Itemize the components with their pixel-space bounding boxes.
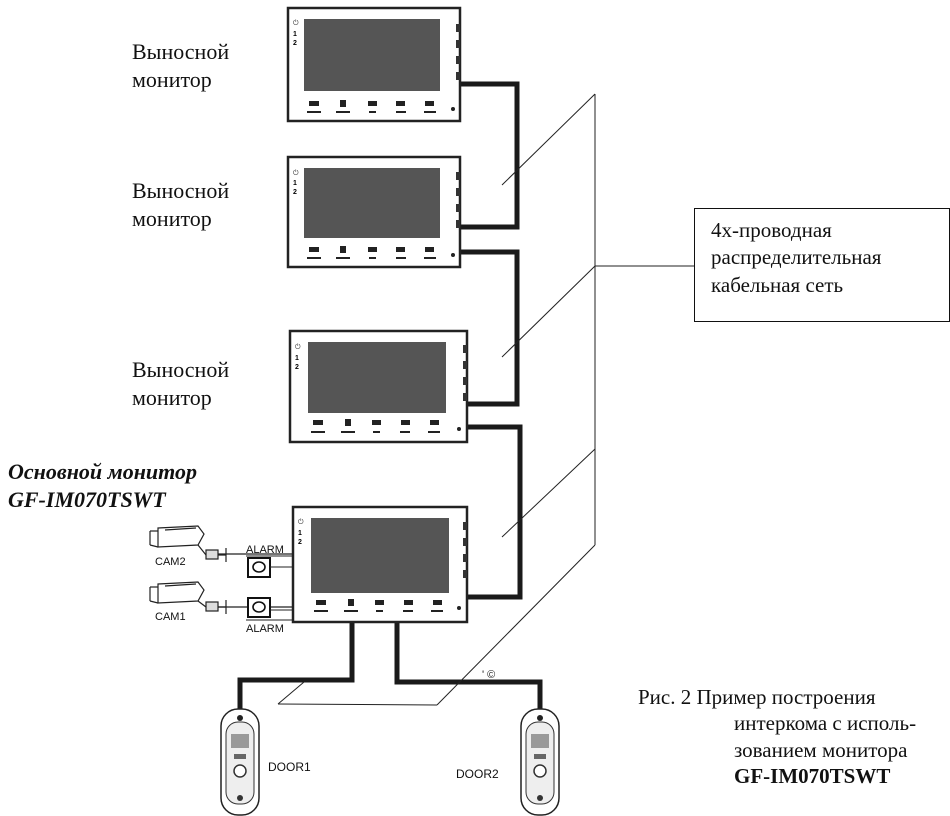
main-label-line2: GF-IM070TSWT bbox=[8, 486, 166, 512]
cable-monitor2-monitor3 bbox=[460, 249, 520, 407]
caption-line3: зованием монитора bbox=[734, 737, 908, 762]
network-line2: распределительная bbox=[711, 245, 882, 270]
indicator-1: 1 bbox=[293, 31, 297, 38]
door-panel-2 bbox=[520, 708, 560, 816]
cables bbox=[237, 81, 543, 712]
power-icon: ⏻ bbox=[295, 343, 301, 351]
alarm-bottom-label: ALARM bbox=[246, 623, 284, 635]
caption-line2: интеркома с исполь- bbox=[734, 711, 917, 736]
remote-monitor-2-label: Выносной монитор bbox=[132, 177, 229, 232]
indicator-2: 2 bbox=[293, 189, 297, 196]
remote-monitor-3-label: Выносной монитор bbox=[132, 356, 229, 411]
label-line1: Выносной bbox=[132, 178, 230, 203]
remote-monitor-3: ⏻ 1 2 bbox=[288, 329, 469, 444]
indicator-1: 1 bbox=[293, 180, 297, 187]
monitor-buttons bbox=[307, 100, 436, 113]
indicator-1: 1 bbox=[295, 355, 299, 362]
figure-caption: Рис. 2 Пример построения интеркома с исп… bbox=[638, 684, 916, 789]
label-line1: Выносной bbox=[132, 357, 230, 382]
cable-monitor1-monitor2 bbox=[460, 81, 520, 230]
camera-cam2 bbox=[149, 525, 293, 562]
pointer-line-door-left bbox=[277, 681, 305, 705]
door1-label: DOOR1 bbox=[268, 760, 311, 774]
indicator-2: 2 bbox=[298, 539, 302, 546]
alarm-top-label: ALARM bbox=[246, 544, 284, 556]
power-icon: ⏻ bbox=[293, 169, 299, 177]
monitor-buttons bbox=[307, 246, 436, 259]
camera-cam1 bbox=[149, 581, 293, 614]
main-monitor: ⏻ 1 2 bbox=[291, 505, 469, 624]
main-monitor-label: Основной монитор GF-IM070TSWT bbox=[8, 458, 197, 513]
pointer-line-door-bottom bbox=[277, 703, 438, 706]
cable-monitor3-main bbox=[467, 424, 523, 600]
pointer-line-3 bbox=[501, 448, 596, 538]
remote-monitor-1: ⏻ 1 2 bbox=[286, 6, 462, 123]
cam1-label: CAM1 bbox=[155, 611, 186, 623]
network-line3: кабельная сеть bbox=[711, 272, 844, 297]
pointer-lines bbox=[277, 93, 694, 706]
network-line1: 4х-проводная bbox=[711, 218, 832, 242]
caption-first-line: Рис. 2 Пример построения bbox=[638, 684, 916, 710]
label-line2: монитор bbox=[132, 66, 212, 92]
door-panel-1 bbox=[220, 708, 260, 816]
indicator-1: 1 bbox=[298, 530, 302, 537]
cable-main-door1 bbox=[237, 622, 355, 712]
alarm-top: ALARM bbox=[246, 544, 293, 578]
pointer-line-2 bbox=[501, 265, 596, 358]
caption-line4: GF-IM070TSWT bbox=[734, 763, 891, 788]
remote-monitor-2: ⏻ 1 2 bbox=[286, 155, 462, 269]
door2-label: DOOR2 bbox=[456, 767, 499, 781]
indicator-2: 2 bbox=[295, 364, 299, 371]
monitor-buttons bbox=[311, 419, 440, 433]
caption-prefix: Рис. 2 bbox=[638, 685, 692, 709]
pointer-line-1 bbox=[501, 93, 596, 186]
main-label-line1: Основной монитор bbox=[8, 459, 197, 484]
network-callout-box: 4х-проводная распределительная кабельная… bbox=[694, 208, 950, 322]
cable-main-door2 bbox=[394, 622, 543, 712]
power-icon: ⏻ bbox=[293, 19, 299, 27]
cam2-label: CAM2 bbox=[155, 556, 186, 568]
alarm-bottom: ALARM bbox=[246, 597, 293, 635]
label-line2: монитор bbox=[132, 205, 212, 231]
label-line2: монитор bbox=[132, 384, 212, 410]
remote-monitor-1-label: Выносной монитор bbox=[132, 38, 229, 93]
small-mark: ' © bbox=[482, 669, 495, 681]
power-icon: ⏻ bbox=[298, 518, 304, 526]
monitor-buttons bbox=[314, 599, 443, 612]
pointer-line-door-diagonal bbox=[436, 544, 596, 706]
indicator-2: 2 bbox=[293, 40, 297, 47]
caption-line1: Пример построения bbox=[696, 685, 876, 709]
label-line1: Выносной bbox=[132, 39, 230, 64]
